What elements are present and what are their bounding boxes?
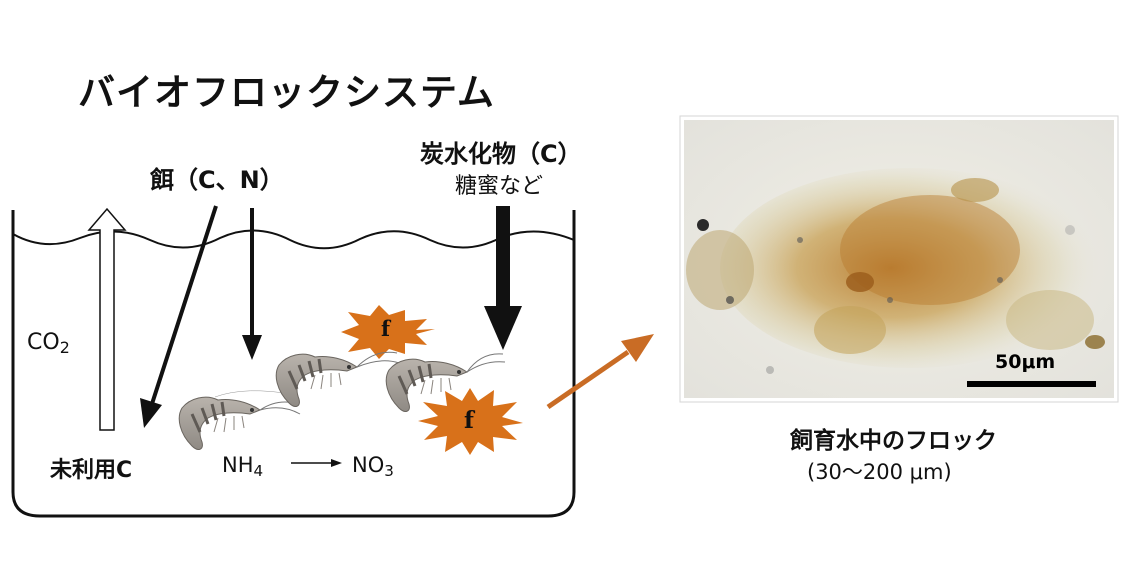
scale-bar (967, 381, 1096, 387)
co2-label: CO2 (27, 330, 70, 357)
co2-subscript: 2 (59, 337, 70, 357)
floc-starburst-2 (418, 388, 523, 455)
carb-arrow-head (484, 306, 522, 350)
feed-arrow-down-head (242, 335, 262, 360)
nh4-subscript: 4 (253, 461, 264, 480)
co2-up-arrow (87, 207, 127, 431)
nh4-label: NH4 (222, 453, 263, 480)
to-micrograph-arrow (546, 349, 630, 410)
carb-arrow-shaft (496, 206, 510, 312)
scale-bar-label: 50μm (995, 351, 1056, 373)
no3-subscript: 3 (384, 461, 394, 480)
shrimp-3 (385, 353, 506, 412)
feed-label: 餌（C、N） (150, 166, 284, 194)
shrimp-2 (275, 351, 400, 407)
feed-arrow-diagonal (148, 205, 218, 411)
unused-carbon-label: 未利用C (50, 458, 133, 483)
tank-outline (11, 210, 576, 518)
micrograph-image (679, 115, 1119, 403)
nitrification-arrow-head (331, 459, 342, 467)
water-surface (12, 229, 575, 250)
floc-starburst-1 (341, 305, 435, 359)
carbohydrate-sublabel: 糖蜜など (455, 174, 544, 199)
co2-main: CO (27, 330, 60, 355)
no3-label: NO3 (352, 453, 394, 480)
floc-marker-1: f (381, 316, 391, 341)
no3-main: NO (352, 453, 385, 477)
nh4-main: NH (222, 453, 254, 477)
micrograph-size-range: (30〜200 μm) (807, 460, 952, 484)
micrograph-caption: 飼育水中のフロック (790, 428, 997, 454)
diagram-title: バイオフロックシステム (78, 71, 495, 114)
feed-arrow-diagonal-head (140, 398, 162, 428)
to-micrograph-arrow-head (621, 334, 654, 362)
carbohydrate-label: 炭水化物（C） (420, 140, 582, 168)
floc-marker-2: f (464, 407, 474, 434)
shrimp-1 (178, 390, 301, 450)
